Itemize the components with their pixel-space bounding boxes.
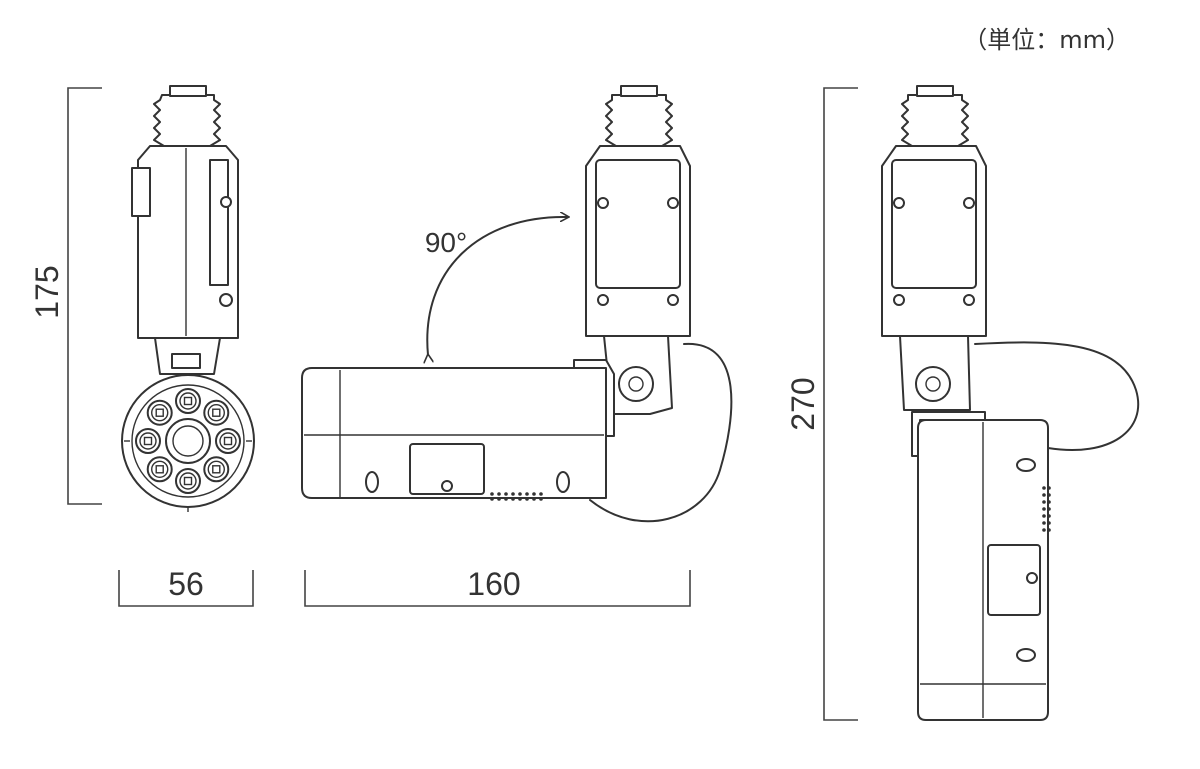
vent-dot <box>1042 514 1046 518</box>
vent-dot <box>1047 514 1051 518</box>
vent-dot <box>1042 500 1046 504</box>
led-unit <box>146 456 173 483</box>
dim-front-height: 175 <box>29 87 102 505</box>
vent-dot <box>1042 521 1046 525</box>
vent-dot <box>1047 500 1051 504</box>
vent-dot <box>539 497 543 501</box>
led-unit <box>203 456 230 483</box>
side-view: 90° <box>301 85 733 523</box>
dim-side-length: 160 <box>304 566 691 607</box>
vent-dot <box>504 492 508 496</box>
vent-dot <box>1047 486 1051 490</box>
vent-dot <box>518 497 522 501</box>
vent-dot <box>532 492 536 496</box>
vent-dot <box>1047 528 1051 532</box>
vent-dot <box>539 492 543 496</box>
vent-dot <box>525 497 529 501</box>
led-unit <box>215 428 241 454</box>
dim-160-label: 160 <box>467 566 520 602</box>
vent-dot <box>1047 493 1051 497</box>
vertical-view <box>881 85 1140 721</box>
vent-dot <box>511 497 515 501</box>
dim-front-width: 56 <box>118 566 254 607</box>
vent-dot <box>1042 493 1046 497</box>
vent-dot <box>504 497 508 501</box>
led-unit <box>175 388 201 414</box>
led-unit <box>135 428 161 454</box>
dim-270-label: 270 <box>785 377 821 430</box>
vent-dot <box>511 492 515 496</box>
vent-dot <box>518 492 522 496</box>
vent-dot <box>532 497 536 501</box>
vent-dot <box>525 492 529 496</box>
unit-label: （単位：mm） <box>963 26 1130 54</box>
vent-dot <box>490 492 494 496</box>
vent-dot <box>497 492 501 496</box>
vent-dot <box>490 497 494 501</box>
vent-dot <box>1047 521 1051 525</box>
dim-56-label: 56 <box>168 566 204 602</box>
vent-dot <box>1047 507 1051 511</box>
vent-dot <box>497 497 501 501</box>
front-view <box>121 85 255 512</box>
led-unit <box>203 399 230 426</box>
led-unit <box>146 399 173 426</box>
dim-vertical-height: 270 <box>785 87 858 721</box>
vent-dot <box>1042 507 1046 511</box>
rotation-angle-label: 90° <box>425 227 467 258</box>
led-unit <box>175 468 201 494</box>
vent-dot <box>1042 528 1046 532</box>
dim-175-label: 175 <box>29 265 65 318</box>
vent-dot <box>1042 486 1046 490</box>
